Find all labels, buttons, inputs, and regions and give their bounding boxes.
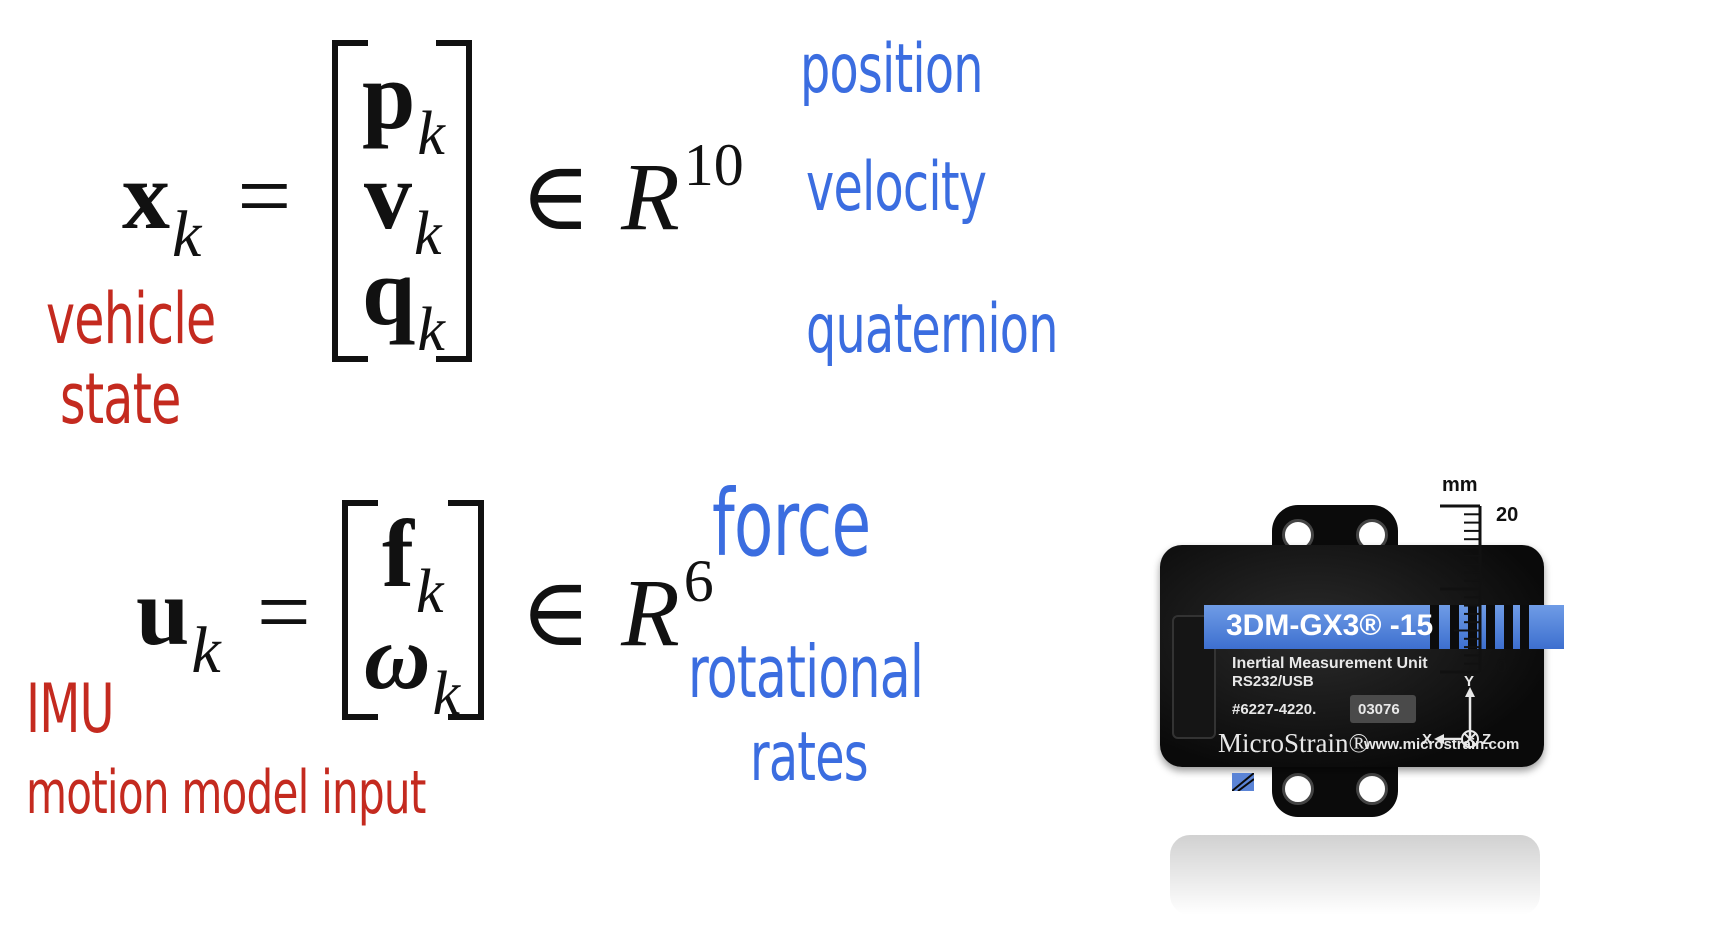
label-stripe <box>1450 605 1459 649</box>
input-symbol: u <box>136 558 190 665</box>
label-stripe <box>1486 605 1495 649</box>
label-stripe <box>1504 605 1513 649</box>
ruler-unit: mm <box>1442 474 1478 496</box>
state-entry-quaternion: qk <box>362 238 445 364</box>
state-entry-velocity: vk <box>364 142 442 268</box>
imu-label: IMU <box>26 670 115 749</box>
brand-website: www.microstrain.com <box>1364 736 1520 753</box>
input-equation-lhs: uk = <box>136 556 311 687</box>
part-number: #6227-4220. <box>1232 701 1317 718</box>
state-equation-lhs: xk = <box>122 140 292 271</box>
label-stripe <box>1520 605 1529 649</box>
force-annotation: force <box>712 470 871 577</box>
input-equals: = <box>256 558 311 665</box>
device-reflection <box>1170 835 1540 915</box>
microstrain-logo-icon <box>1232 773 1254 791</box>
state-space-membership: ∈ R10 <box>520 132 744 252</box>
state-symbol: x <box>122 142 170 249</box>
motion-model-input-label: motion model input <box>26 758 426 828</box>
label-stripe <box>1468 605 1477 649</box>
vehicle-label: vehicle <box>46 278 216 360</box>
ruler-bottom-value: 0 <box>1496 656 1508 678</box>
input-space-membership: ∈R6 <box>520 548 714 666</box>
serial-box <box>1350 695 1416 723</box>
bottom-right-mount-hole <box>1356 773 1388 805</box>
position-annotation: position <box>800 30 984 109</box>
state-subscript: k <box>172 198 202 271</box>
rotational-annotation: rotational <box>688 630 924 714</box>
input-left-bracket <box>342 500 378 720</box>
velocity-annotation: velocity <box>806 148 987 227</box>
input-space-symbol: R <box>621 559 680 666</box>
quaternion-annotation: quaternion <box>806 290 1058 369</box>
serial-number: 03076 <box>1358 701 1400 718</box>
axis-z-label: Z <box>1482 731 1492 748</box>
axis-diagram <box>1434 687 1479 748</box>
imu-device-photo: 3DM-GX3® -15 Inertial Measurement Unit R… <box>1120 505 1564 915</box>
input-subscript: k <box>191 614 221 687</box>
model-name: 3DM-GX3® -15 <box>1226 609 1434 642</box>
state-entry-position: pk <box>362 42 445 168</box>
ruler-top-value: 20 <box>1496 504 1519 526</box>
state-space-symbol: R <box>621 143 680 250</box>
state-right-bracket <box>436 40 472 362</box>
state-dimension: 10 <box>683 132 744 198</box>
axis-y-label: Y <box>1464 673 1475 690</box>
input-dimension: 6 <box>683 548 714 614</box>
bottom-left-mount-hole <box>1282 773 1314 805</box>
state-left-bracket <box>332 40 368 362</box>
input-entry-force: fk <box>382 500 444 626</box>
axis-x-label: X <box>1422 731 1433 748</box>
input-right-bracket <box>448 500 484 720</box>
member-of-symbol: ∈ <box>520 143 592 250</box>
state-label: state <box>60 358 181 440</box>
input-entry-omega: ωk <box>364 606 461 728</box>
rates-annotation: rates <box>750 718 869 797</box>
ruler-scale <box>1440 504 1482 674</box>
label-stripe <box>1430 605 1439 649</box>
device-interface: RS232/USB <box>1232 673 1314 690</box>
device-description: Inertial Measurement Unit <box>1232 655 1428 672</box>
brand-name: MicroStrain® <box>1218 728 1369 758</box>
state-equals: = <box>237 142 292 249</box>
